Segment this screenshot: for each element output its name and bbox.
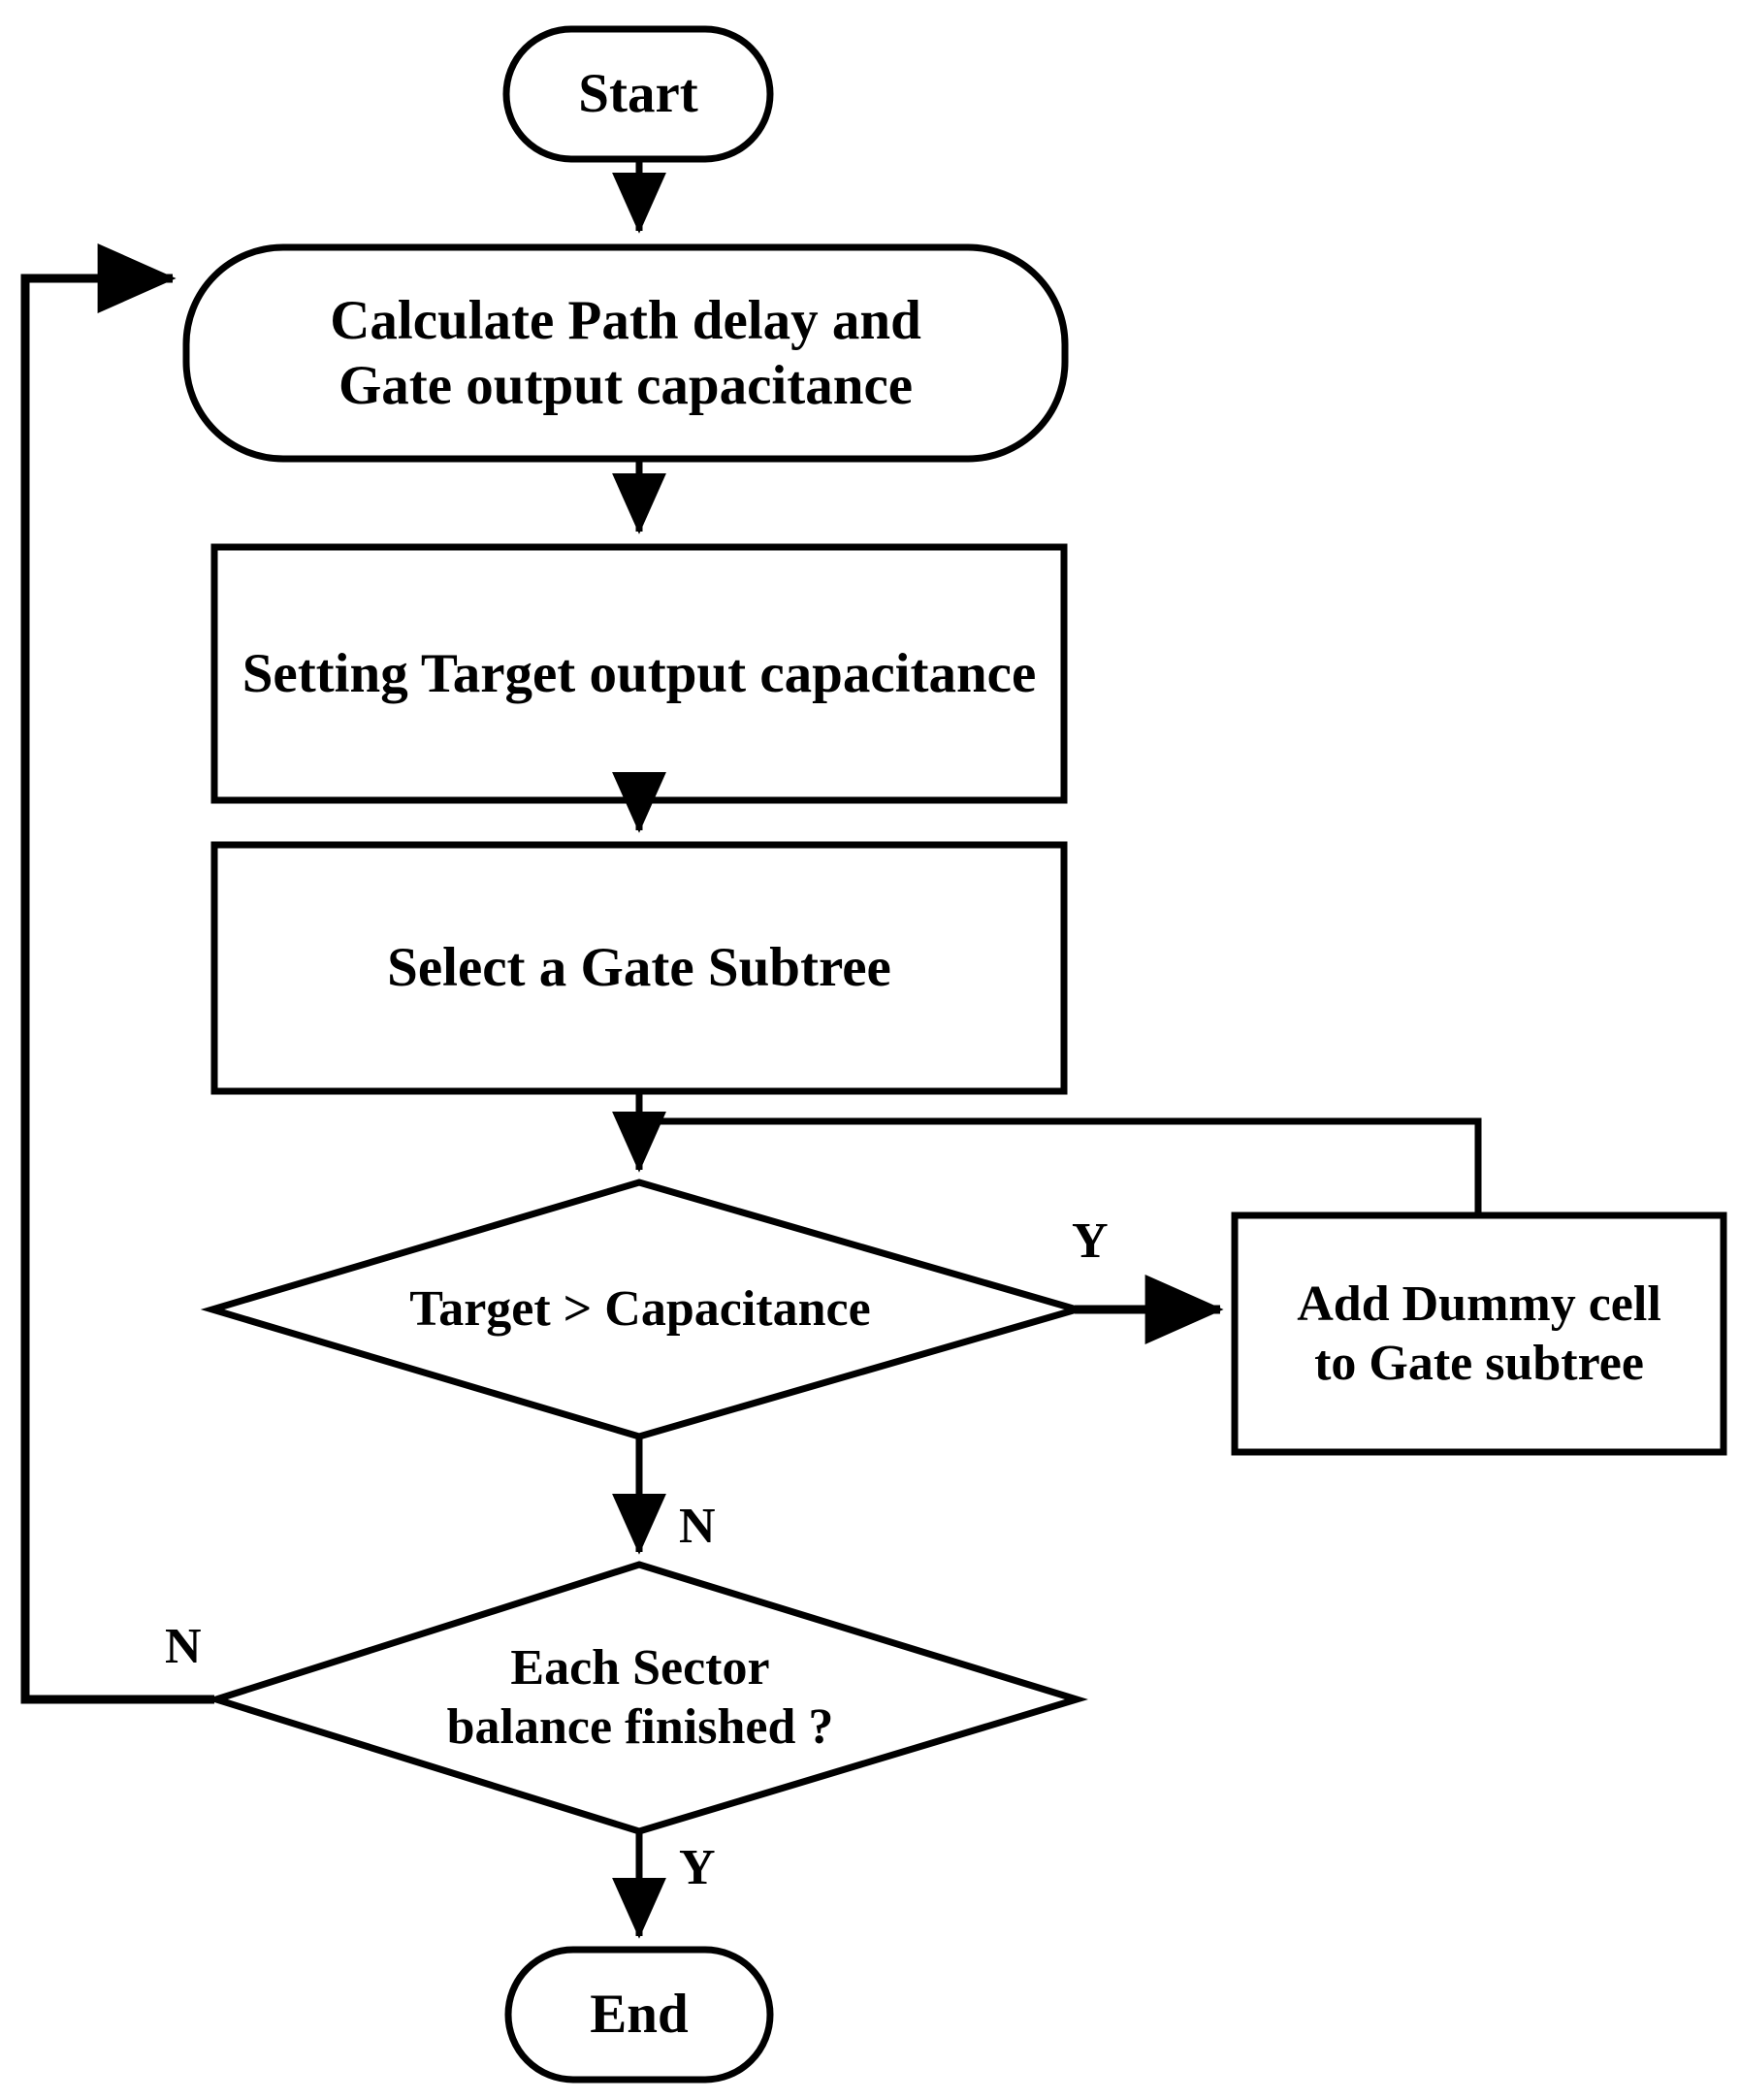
node-setting-shape[interactable]: [210, 543, 1068, 804]
node-start-shape[interactable]: [502, 25, 774, 163]
node-calculate-shape[interactable]: [182, 243, 1069, 463]
node-target-shape[interactable]: [200, 1179, 1089, 1440]
edge-adddummy-feedback-to-select: [642, 1117, 1482, 1215]
node-select-shape[interactable]: [210, 841, 1068, 1095]
node-eachsector-shape[interactable]: [205, 1561, 1089, 1835]
node-adddummy-shape[interactable]: [1231, 1212, 1727, 1456]
node-end-shape[interactable]: [504, 1946, 774, 2084]
edge-eachsector-no-to-calculate: [20, 274, 214, 1704]
